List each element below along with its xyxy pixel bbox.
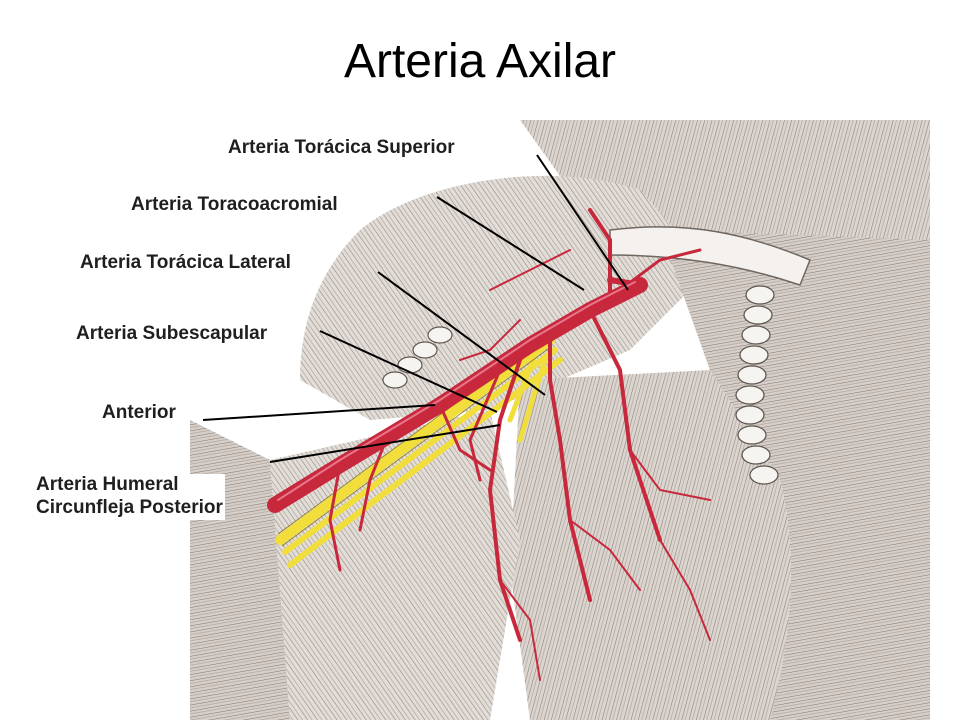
label-humeral-line2: Circunfleja Posterior <box>36 496 223 518</box>
label-arteria-toracoacromial: Arteria Toracoacromial <box>129 194 340 217</box>
label-arteria-subescapular: Arteria Subescapular <box>74 323 270 346</box>
pectoral-muscle <box>660 230 930 720</box>
label-arteria-toracica-lateral: Arteria Torácica Lateral <box>78 252 293 275</box>
label-humeral-line1: Arteria Humeral <box>36 474 179 495</box>
costal-cartilages <box>735 285 779 485</box>
chest-wall <box>510 370 791 720</box>
slide-title: Arteria Axilar <box>343 35 617 88</box>
label-arteria-toracica-superior: Arteria Torácica Superior <box>226 137 457 160</box>
arm-muscle <box>270 410 520 720</box>
label-anterior: Anterior <box>100 402 178 425</box>
label-arteria-humeral-circunfleja-posterior: Arteria Humeral Circunfleja Posterior <box>34 474 225 520</box>
